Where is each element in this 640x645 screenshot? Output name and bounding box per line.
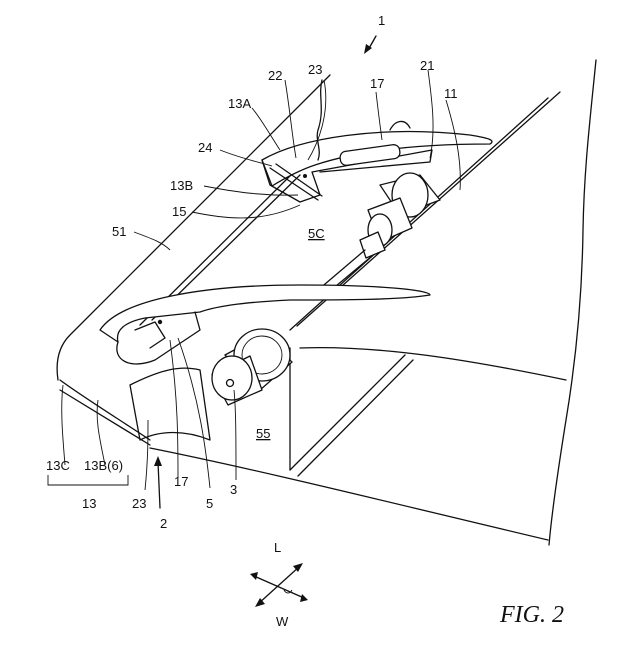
figure-caption: FIG. 2 bbox=[499, 602, 564, 628]
upper-actuator bbox=[316, 173, 440, 298]
label-11: 11 bbox=[444, 86, 458, 101]
label-17-bottom: 17 bbox=[174, 474, 188, 489]
arrow-head-2 bbox=[154, 456, 162, 466]
fuselage-outline bbox=[549, 60, 596, 545]
pivot-pin-23-bottom bbox=[158, 320, 162, 324]
label-55: 55 bbox=[256, 426, 270, 441]
direction-label-W: W bbox=[276, 614, 289, 629]
label-21: 21 bbox=[420, 58, 434, 73]
label-13A: 13A bbox=[228, 96, 251, 111]
arrow-to-2 bbox=[158, 462, 160, 508]
label-13C: 13C bbox=[46, 458, 70, 473]
label-17-top: 17 bbox=[370, 76, 384, 91]
wing-lower-surface bbox=[300, 348, 566, 380]
label-13B: 13B bbox=[170, 178, 193, 193]
label-23-bottom: 23 bbox=[132, 496, 146, 511]
direction-indicator bbox=[250, 563, 308, 607]
pivot-pin-23-top bbox=[303, 174, 307, 178]
wing-spar-line-2 bbox=[298, 360, 413, 476]
label-1: 1 bbox=[378, 13, 385, 28]
label-13: 13 bbox=[82, 496, 96, 511]
bracket-fin bbox=[390, 121, 410, 130]
label-24: 24 bbox=[198, 140, 212, 155]
label-22: 22 bbox=[268, 68, 282, 83]
label-5C: 5C bbox=[308, 226, 325, 241]
label-3: 3 bbox=[230, 482, 237, 497]
label-15: 15 bbox=[172, 204, 186, 219]
lower-bracket-inner bbox=[135, 322, 165, 348]
label-13B6: 13B(6) bbox=[84, 458, 123, 473]
lower-motor-3 bbox=[212, 329, 292, 405]
direction-label-L: L bbox=[274, 540, 281, 555]
leader-lines bbox=[48, 40, 460, 490]
label-51: 51 bbox=[112, 224, 126, 239]
wing-trailing-edge bbox=[150, 448, 548, 540]
label-5: 5 bbox=[206, 496, 213, 511]
curved-panel-5 bbox=[130, 368, 210, 440]
wing-spar-line bbox=[290, 355, 405, 470]
label-2: 2 bbox=[160, 516, 167, 531]
label-23-top: 23 bbox=[308, 62, 322, 77]
